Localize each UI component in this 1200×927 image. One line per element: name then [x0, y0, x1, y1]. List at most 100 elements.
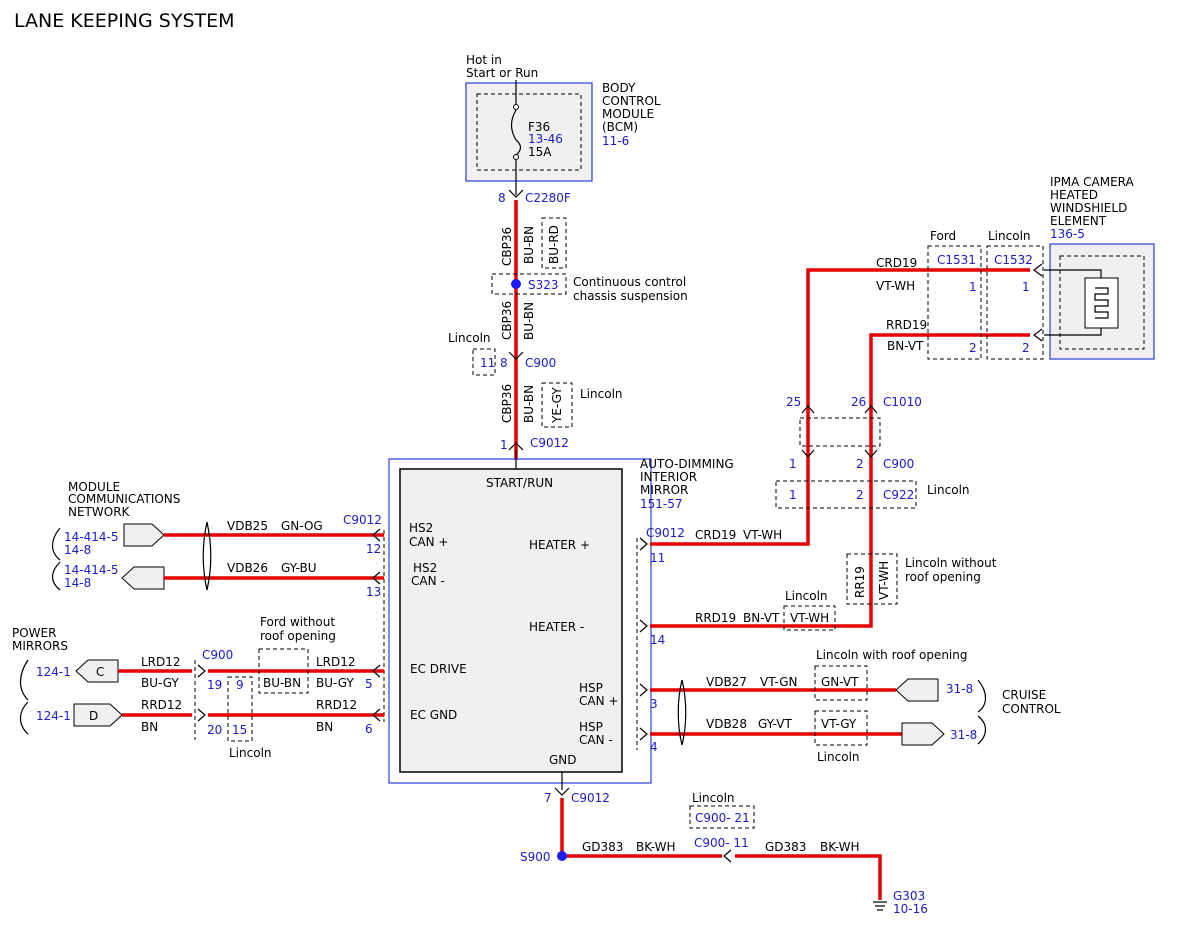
vtgn-label: VT-GN: [760, 675, 797, 689]
lincoln-c922-label: Lincoln: [927, 483, 970, 497]
connector-c900-heater[interactable]: C900: [883, 457, 914, 471]
cbp36-label: CBP36: [500, 227, 514, 266]
pin-5: 5: [365, 677, 373, 691]
alt-color-box-3: [541, 382, 573, 428]
power-mirror-ref-2[interactable]: 124-1: [36, 709, 71, 723]
connector-chevron-icon: [639, 727, 648, 741]
alt-color-box: [541, 217, 567, 269]
lincoln-ground-label: Lincoln: [692, 791, 735, 805]
ground-g303[interactable]: G303: [893, 889, 925, 903]
connector-c900-11[interactable]: C900- 11: [694, 836, 749, 850]
network-ref-b2[interactable]: 14-8: [64, 576, 91, 590]
connector-c9012-top[interactable]: C9012: [530, 436, 569, 450]
rrd19-label-b: RRD19: [886, 318, 927, 332]
bcm-box: [465, 82, 593, 182]
connector-c900[interactable]: C900: [525, 356, 556, 370]
ipma-label-1: IPMA CAMERA: [1050, 175, 1135, 189]
pin-7: 7: [544, 791, 552, 805]
splice-s900[interactable]: [557, 851, 567, 861]
bubn-label: BU-BN: [263, 676, 301, 690]
connector-c922[interactable]: C922: [883, 488, 914, 502]
connector-chevron-icon: [372, 571, 381, 585]
connector-c-label: C: [96, 665, 104, 679]
ford-without-1: Ford without: [260, 615, 335, 629]
network-label-1: MODULE: [68, 480, 120, 494]
hs2-can-plus-2: CAN +: [409, 535, 448, 549]
ipma-ref[interactable]: 136-5: [1050, 227, 1085, 241]
rr19-label: RR19: [853, 566, 867, 598]
power-mirror-connector-c[interactable]: [75, 659, 119, 683]
power-mirror-ref-1[interactable]: 124-1: [36, 665, 71, 679]
vtgy-alt-box: [814, 710, 868, 746]
gd383-wire-right: [735, 854, 882, 900]
network-connector-a[interactable]: [123, 523, 165, 547]
cbp36-label-3: CBP36: [500, 384, 514, 423]
connector-c900-mirrors[interactable]: C900: [202, 648, 233, 662]
connector-c1531[interactable]: C1531: [937, 253, 976, 267]
splice-s323-label[interactable]: S323: [528, 278, 559, 292]
gd383-label-a: GD383: [582, 840, 623, 854]
connector-c9012-right[interactable]: C9012: [646, 526, 685, 540]
c1010-c900-box: [799, 417, 881, 447]
connector-chevron-icon: [197, 708, 206, 722]
pin-1-c1531: 1: [969, 280, 977, 294]
power-mirror-connector-d[interactable]: [73, 703, 123, 727]
lincoln-mirrors-label: Lincoln: [229, 746, 272, 760]
ground-g303-ref[interactable]: 10-16: [893, 902, 928, 916]
cruise-connector-1[interactable]: [895, 678, 939, 702]
lincoln-pin-box: [472, 348, 496, 376]
lincoln-without-1: Lincoln without: [905, 556, 997, 570]
network-ref-b1[interactable]: 14-414-5: [64, 563, 118, 577]
gybu-label: GY-BU: [281, 561, 317, 575]
connector-c2280f[interactable]: C2280F: [525, 191, 571, 205]
twisted-pair-icon: [677, 679, 687, 746]
cruise-connector-2[interactable]: [901, 722, 945, 746]
pin-12: 12: [366, 542, 381, 556]
connector-c900-21[interactable]: C900- 21: [695, 811, 750, 825]
fuse-terminal: [513, 104, 519, 110]
bcm-label-4: (BCM): [602, 120, 638, 134]
cruise-ref-2[interactable]: 31-8: [950, 728, 977, 742]
pin-9: 9: [236, 678, 244, 692]
network-connector-b[interactable]: [121, 566, 165, 590]
splice-s323[interactable]: [511, 279, 521, 289]
pin-25: 25: [786, 395, 801, 409]
splice-note-1: Continuous control: [573, 275, 686, 289]
cruise-ref-1[interactable]: 31-8: [946, 682, 973, 696]
connector-c1010[interactable]: C1010: [883, 395, 922, 409]
connector-c9012-bottom[interactable]: C9012: [571, 791, 610, 805]
hot-label: Hot in: [466, 53, 502, 67]
connector-chevron-icon: [864, 405, 878, 414]
connector-chevron-icon: [864, 449, 878, 458]
cbp36-label-2: CBP36: [500, 301, 514, 340]
pin-1: 1: [500, 438, 508, 452]
lincoln-c900-box: [689, 805, 755, 829]
vdb27-label: VDB27: [706, 675, 747, 689]
connector-c9012-left[interactable]: C9012: [343, 513, 382, 527]
mirror-ref[interactable]: 151-57: [640, 497, 683, 511]
lrd12-label-b: LRD12: [316, 655, 356, 669]
cruise-label-2: CONTROL: [1002, 702, 1061, 716]
bcm-ref[interactable]: 11-6: [602, 134, 629, 148]
pin-8b: 8: [500, 356, 508, 370]
network-ref-a2[interactable]: 14-8: [64, 543, 91, 557]
lincoln-pin-box: [227, 676, 253, 742]
lincoln-alt-box: [783, 605, 836, 631]
connector-chevron-icon: [372, 708, 381, 722]
connector-chevron-icon: [801, 405, 815, 414]
connector-c1532[interactable]: C1532: [994, 253, 1033, 267]
rrd12-label-a: RRD12: [141, 698, 182, 712]
mirror-label-2: INTERIOR: [640, 470, 697, 484]
crd19-label-a: CRD19: [695, 528, 736, 542]
bkwh-label-b: BK-WH: [820, 840, 860, 854]
mirror-module[interactable]: [399, 468, 623, 773]
splice-s900-label[interactable]: S900: [520, 850, 551, 864]
fuse-ref[interactable]: 13-46: [528, 132, 563, 146]
network-ref-a1[interactable]: 14-414-5: [64, 530, 118, 544]
heating-element-icon: [1084, 277, 1119, 329]
power-mirrors-label-1: POWER: [12, 626, 56, 640]
connector-chevron-icon: [197, 664, 206, 678]
bcm-label-3: MODULE: [602, 107, 654, 121]
crd19-label-b: CRD19: [876, 256, 917, 270]
cbp36-color-2: BU-BN: [522, 302, 536, 340]
